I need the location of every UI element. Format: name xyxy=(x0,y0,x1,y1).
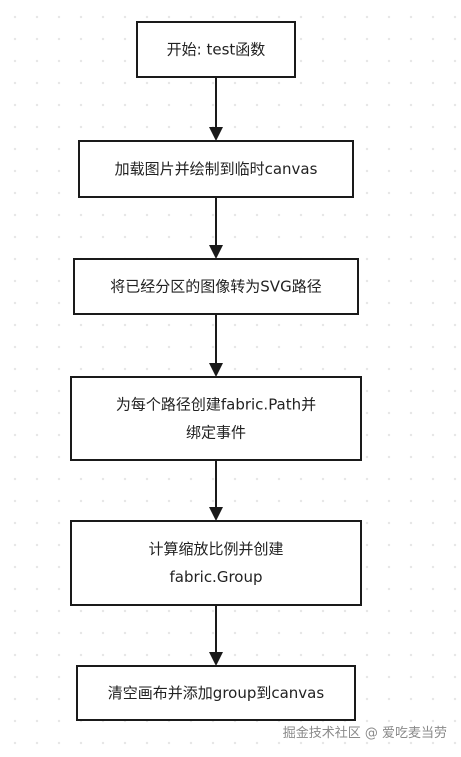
node-start: 开始: test函数 xyxy=(136,21,296,78)
watermark-text: 掘金技术社区 @ 爱吃麦当劳 xyxy=(282,726,447,741)
node-label-create-path-line-1: 绑定事件 xyxy=(186,424,246,442)
node-box-create-group xyxy=(70,520,362,606)
edges-layer xyxy=(209,77,223,666)
node-label-add-group-line-0: 清空画布并添加group到canvas xyxy=(108,684,325,702)
arrow-down-icon xyxy=(209,127,223,141)
arrow-down-icon xyxy=(209,652,223,666)
node-load-image: 加载图片并绘制到临时canvas xyxy=(78,140,354,198)
node-box-load-image xyxy=(78,140,354,198)
node-label-create-path-line-0: 为每个路径创建fabric.Path并 xyxy=(116,396,316,414)
arrow-down-icon xyxy=(209,507,223,521)
node-box-convert-svg xyxy=(73,258,359,315)
node-label-convert-svg-line-0: 将已经分区的图像转为SVG路径 xyxy=(110,278,321,296)
node-box-add-group xyxy=(76,665,356,721)
edge-load-image-to-convert-svg xyxy=(209,197,223,259)
edge-convert-svg-to-create-path xyxy=(209,314,223,377)
node-label-create-group-line-0: 计算缩放比例并创建 xyxy=(148,540,283,558)
edge-start-to-load-image xyxy=(209,77,223,141)
node-box-start xyxy=(136,21,296,78)
node-add-group: 清空画布并添加group到canvas xyxy=(76,665,356,721)
edge-create-path-to-create-group xyxy=(209,460,223,521)
arrow-down-icon xyxy=(209,245,223,259)
node-label-load-image-line-0: 加载图片并绘制到临时canvas xyxy=(115,160,318,178)
node-convert-svg: 将已经分区的图像转为SVG路径 xyxy=(73,258,359,315)
node-create-group: 计算缩放比例并创建 fabric.Group xyxy=(70,520,362,606)
edge-create-group-to-add-group xyxy=(209,605,223,666)
node-label-create-group-line-1: fabric.Group xyxy=(169,568,262,586)
node-label-start-line-0: 开始: test函数 xyxy=(167,41,266,59)
arrow-down-icon xyxy=(209,363,223,377)
node-box-create-path xyxy=(70,376,362,461)
